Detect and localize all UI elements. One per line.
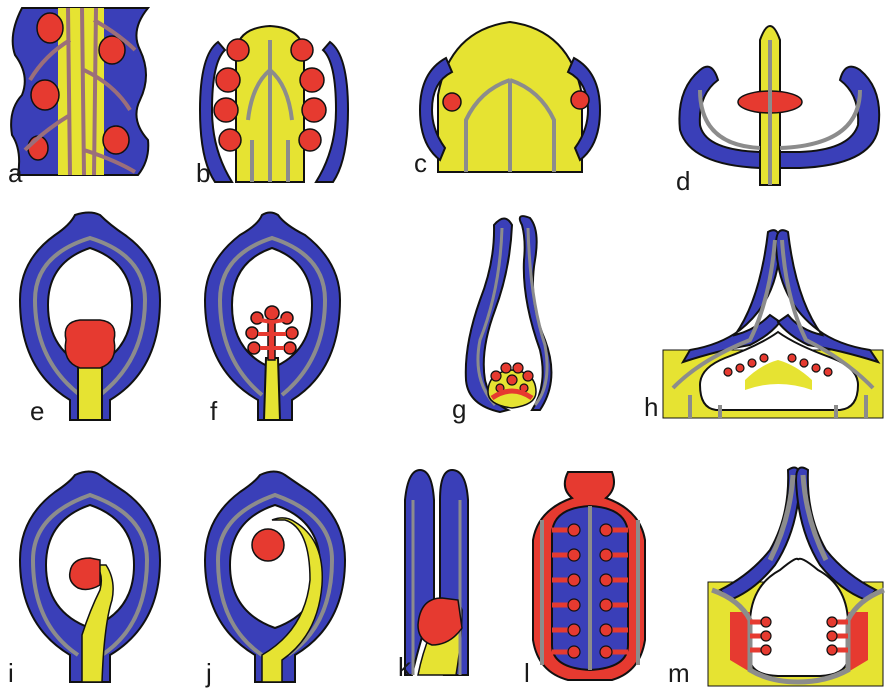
panel-j-ovule [252, 529, 284, 561]
panel-e-label: e [30, 396, 44, 426]
panel-g-label: g [452, 394, 466, 424]
panel-f: f [205, 213, 340, 427]
panel-i-ovule [70, 558, 100, 589]
panel-a-ovule [103, 126, 129, 154]
panel-m-label: m [668, 658, 690, 688]
panel-a-ovule [31, 80, 59, 110]
panel-k: k [398, 470, 468, 682]
panel-c-ovule [443, 93, 461, 111]
panel-c: c [414, 22, 600, 178]
panel-a-label: a [8, 158, 23, 188]
panel-a-ovule [37, 13, 63, 43]
panel-h-label: h [644, 392, 658, 422]
panel-j-label: j [205, 658, 212, 688]
panel-j: j [205, 472, 345, 688]
panel-b: b [196, 26, 348, 188]
panel-f-axis [264, 358, 280, 420]
panel-m: m [668, 468, 884, 688]
panel-k-label: k [398, 652, 412, 682]
panel-l-label: l [524, 658, 530, 688]
panel-i-label: i [8, 658, 14, 688]
panel-e: e [20, 213, 160, 427]
panel-d-label: d [676, 166, 690, 196]
panel-d: d [676, 26, 879, 196]
panel-f-label: f [210, 396, 218, 426]
panel-i: i [8, 472, 160, 688]
panel-c-ovule [571, 91, 589, 109]
panel-h: h [644, 230, 883, 422]
panel-e-axis [78, 362, 102, 420]
panel-l: l [524, 472, 645, 688]
panel-e-ovule [65, 320, 114, 368]
panel-g: g [452, 216, 551, 424]
panel-c-label: c [414, 148, 427, 178]
panel-b-label: b [196, 158, 210, 188]
panel-g-ovules [491, 363, 533, 398]
panel-a: a [8, 8, 148, 188]
panel-f-ovules [246, 306, 298, 360]
